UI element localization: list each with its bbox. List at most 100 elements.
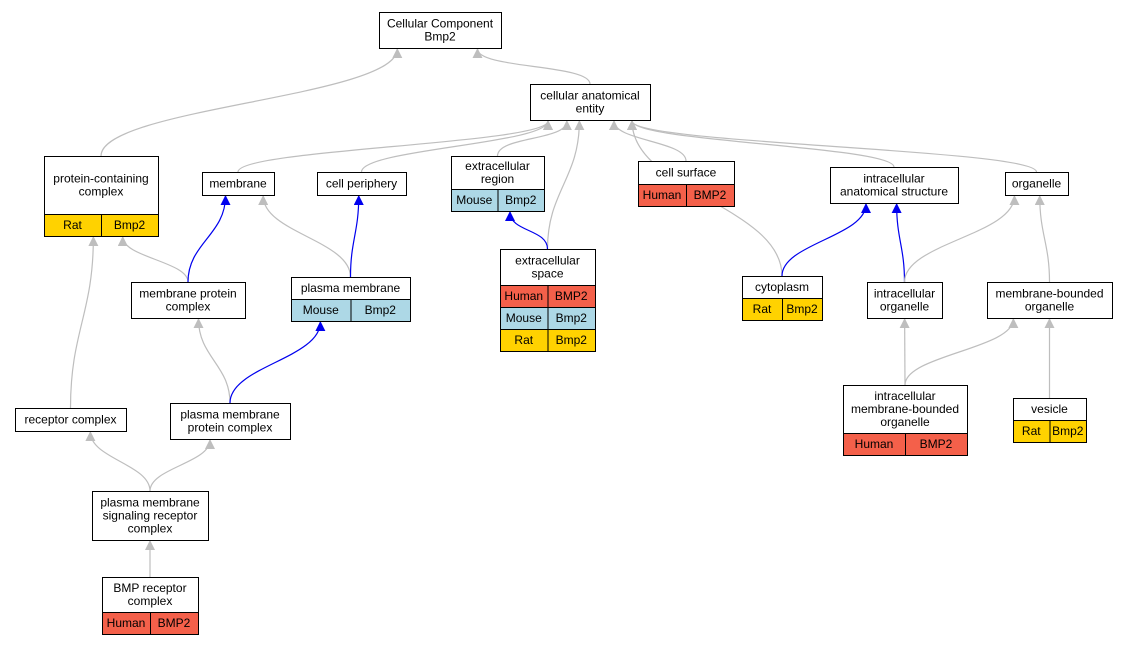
node-label: membrane protein: [139, 287, 236, 301]
gene-label: Bmp2: [556, 333, 588, 347]
edge-cellsurface-to-cae: [609, 120, 687, 162]
edge-pmpc-to-pm: [229, 321, 326, 404]
node-label: intracellular: [863, 172, 924, 186]
node-box: [15, 408, 127, 432]
node-label: signaling receptor: [103, 509, 198, 523]
edge-mpc-to-membrane: [187, 195, 231, 283]
node-label: complex: [128, 594, 173, 608]
node-label: complex: [166, 300, 211, 314]
edge-mpc-to-pcc: [117, 236, 189, 283]
edge-mbo-to-organelle: [1034, 195, 1051, 283]
node-box: [202, 172, 275, 196]
node-label: organelle: [880, 300, 930, 314]
node-label: complex: [128, 522, 173, 536]
node-label: membrane-bounded: [851, 402, 959, 416]
node-label: organelle: [1012, 177, 1062, 191]
edge-ecregion-to-cae: [496, 120, 572, 157]
gene-cell: [547, 329, 596, 352]
node-box: [131, 282, 246, 319]
node-box: [830, 167, 959, 204]
node-box: [317, 172, 407, 196]
gene-label: BMP2: [555, 289, 588, 303]
node-label: protein complex: [188, 421, 273, 435]
edge-ias-to-cae: [627, 120, 895, 168]
node-cellperiph: cell periphery: [317, 172, 407, 196]
species-label: Mouse: [506, 311, 542, 325]
node-label: anatomical structure: [840, 185, 948, 199]
node-box: [987, 282, 1113, 319]
node-box: [530, 84, 651, 121]
node-label: region: [481, 172, 514, 186]
edge-pm-to-membrane: [258, 195, 352, 278]
species-label: Rat: [753, 302, 772, 316]
node-label: vesicle: [1031, 402, 1068, 416]
node-label: membrane-bounded: [995, 287, 1103, 301]
edges-layer: [69, 48, 1055, 578]
edge-ecspace-to-cae: [546, 120, 585, 250]
node-label: plasma membrane: [301, 281, 401, 295]
node-box: [1005, 172, 1069, 196]
gene-label: BMP2: [694, 188, 727, 202]
edge-pmsrc-to-pmpc: [149, 439, 215, 492]
node-label: entity: [576, 102, 605, 116]
edge-membrane-to-cae: [237, 120, 553, 173]
gene-cell: [686, 184, 735, 207]
node-membrane: membrane: [202, 172, 275, 196]
gene-cell: [905, 433, 968, 456]
gene-label: Bmp2: [556, 311, 588, 325]
gene-label: Bmp2: [114, 218, 146, 232]
node-label: plasma membrane: [100, 496, 200, 510]
gene-label: Bmp2: [365, 303, 397, 317]
species-label: Human: [855, 437, 894, 451]
gene-cell: [1049, 420, 1087, 443]
node-imbo: intracellularmembrane-boundedorganelleHu…: [843, 385, 968, 456]
node-box: [170, 403, 291, 440]
species-label: Rat: [514, 333, 533, 347]
gene-cell: [782, 298, 823, 321]
node-box: [92, 491, 209, 541]
species-label: Mouse: [456, 193, 492, 207]
node-label: extracellular: [515, 254, 580, 268]
node-label: protein-containing: [53, 172, 148, 186]
edge-cellperiph-to-cae: [360, 120, 553, 173]
edge-pmpc-to-mpc: [193, 318, 231, 404]
edge-imbo-to-mbo: [904, 318, 1019, 386]
gene-label: BMP2: [158, 616, 191, 630]
node-label: membrane: [209, 177, 267, 191]
gene-cell: [350, 299, 411, 322]
node-label: cell surface: [656, 166, 717, 180]
gene-label: Bmp2: [786, 302, 818, 316]
edge-ico-to-ias: [891, 203, 906, 283]
species-label: Human: [504, 289, 543, 303]
gene-label: Bmp2: [505, 193, 537, 207]
node-label: cell periphery: [326, 177, 397, 191]
node-label: Cellular Component: [387, 17, 494, 31]
species-label: Human: [643, 188, 682, 202]
gene-label: BMP2: [920, 437, 953, 451]
edge-pmsrc-to-receptor: [85, 431, 151, 492]
gene-label: Bmp2: [1052, 424, 1084, 438]
edge-pcc-to-root: [100, 48, 403, 157]
gene-cell: [150, 612, 199, 635]
node-label: organelle: [1025, 300, 1075, 314]
species-label: Mouse: [303, 303, 339, 317]
edge-ico-to-organelle: [903, 195, 1020, 283]
node-label: plasma membrane: [180, 408, 280, 422]
edge-organelle-to-cae: [627, 120, 1038, 173]
species-label: Human: [107, 616, 146, 630]
